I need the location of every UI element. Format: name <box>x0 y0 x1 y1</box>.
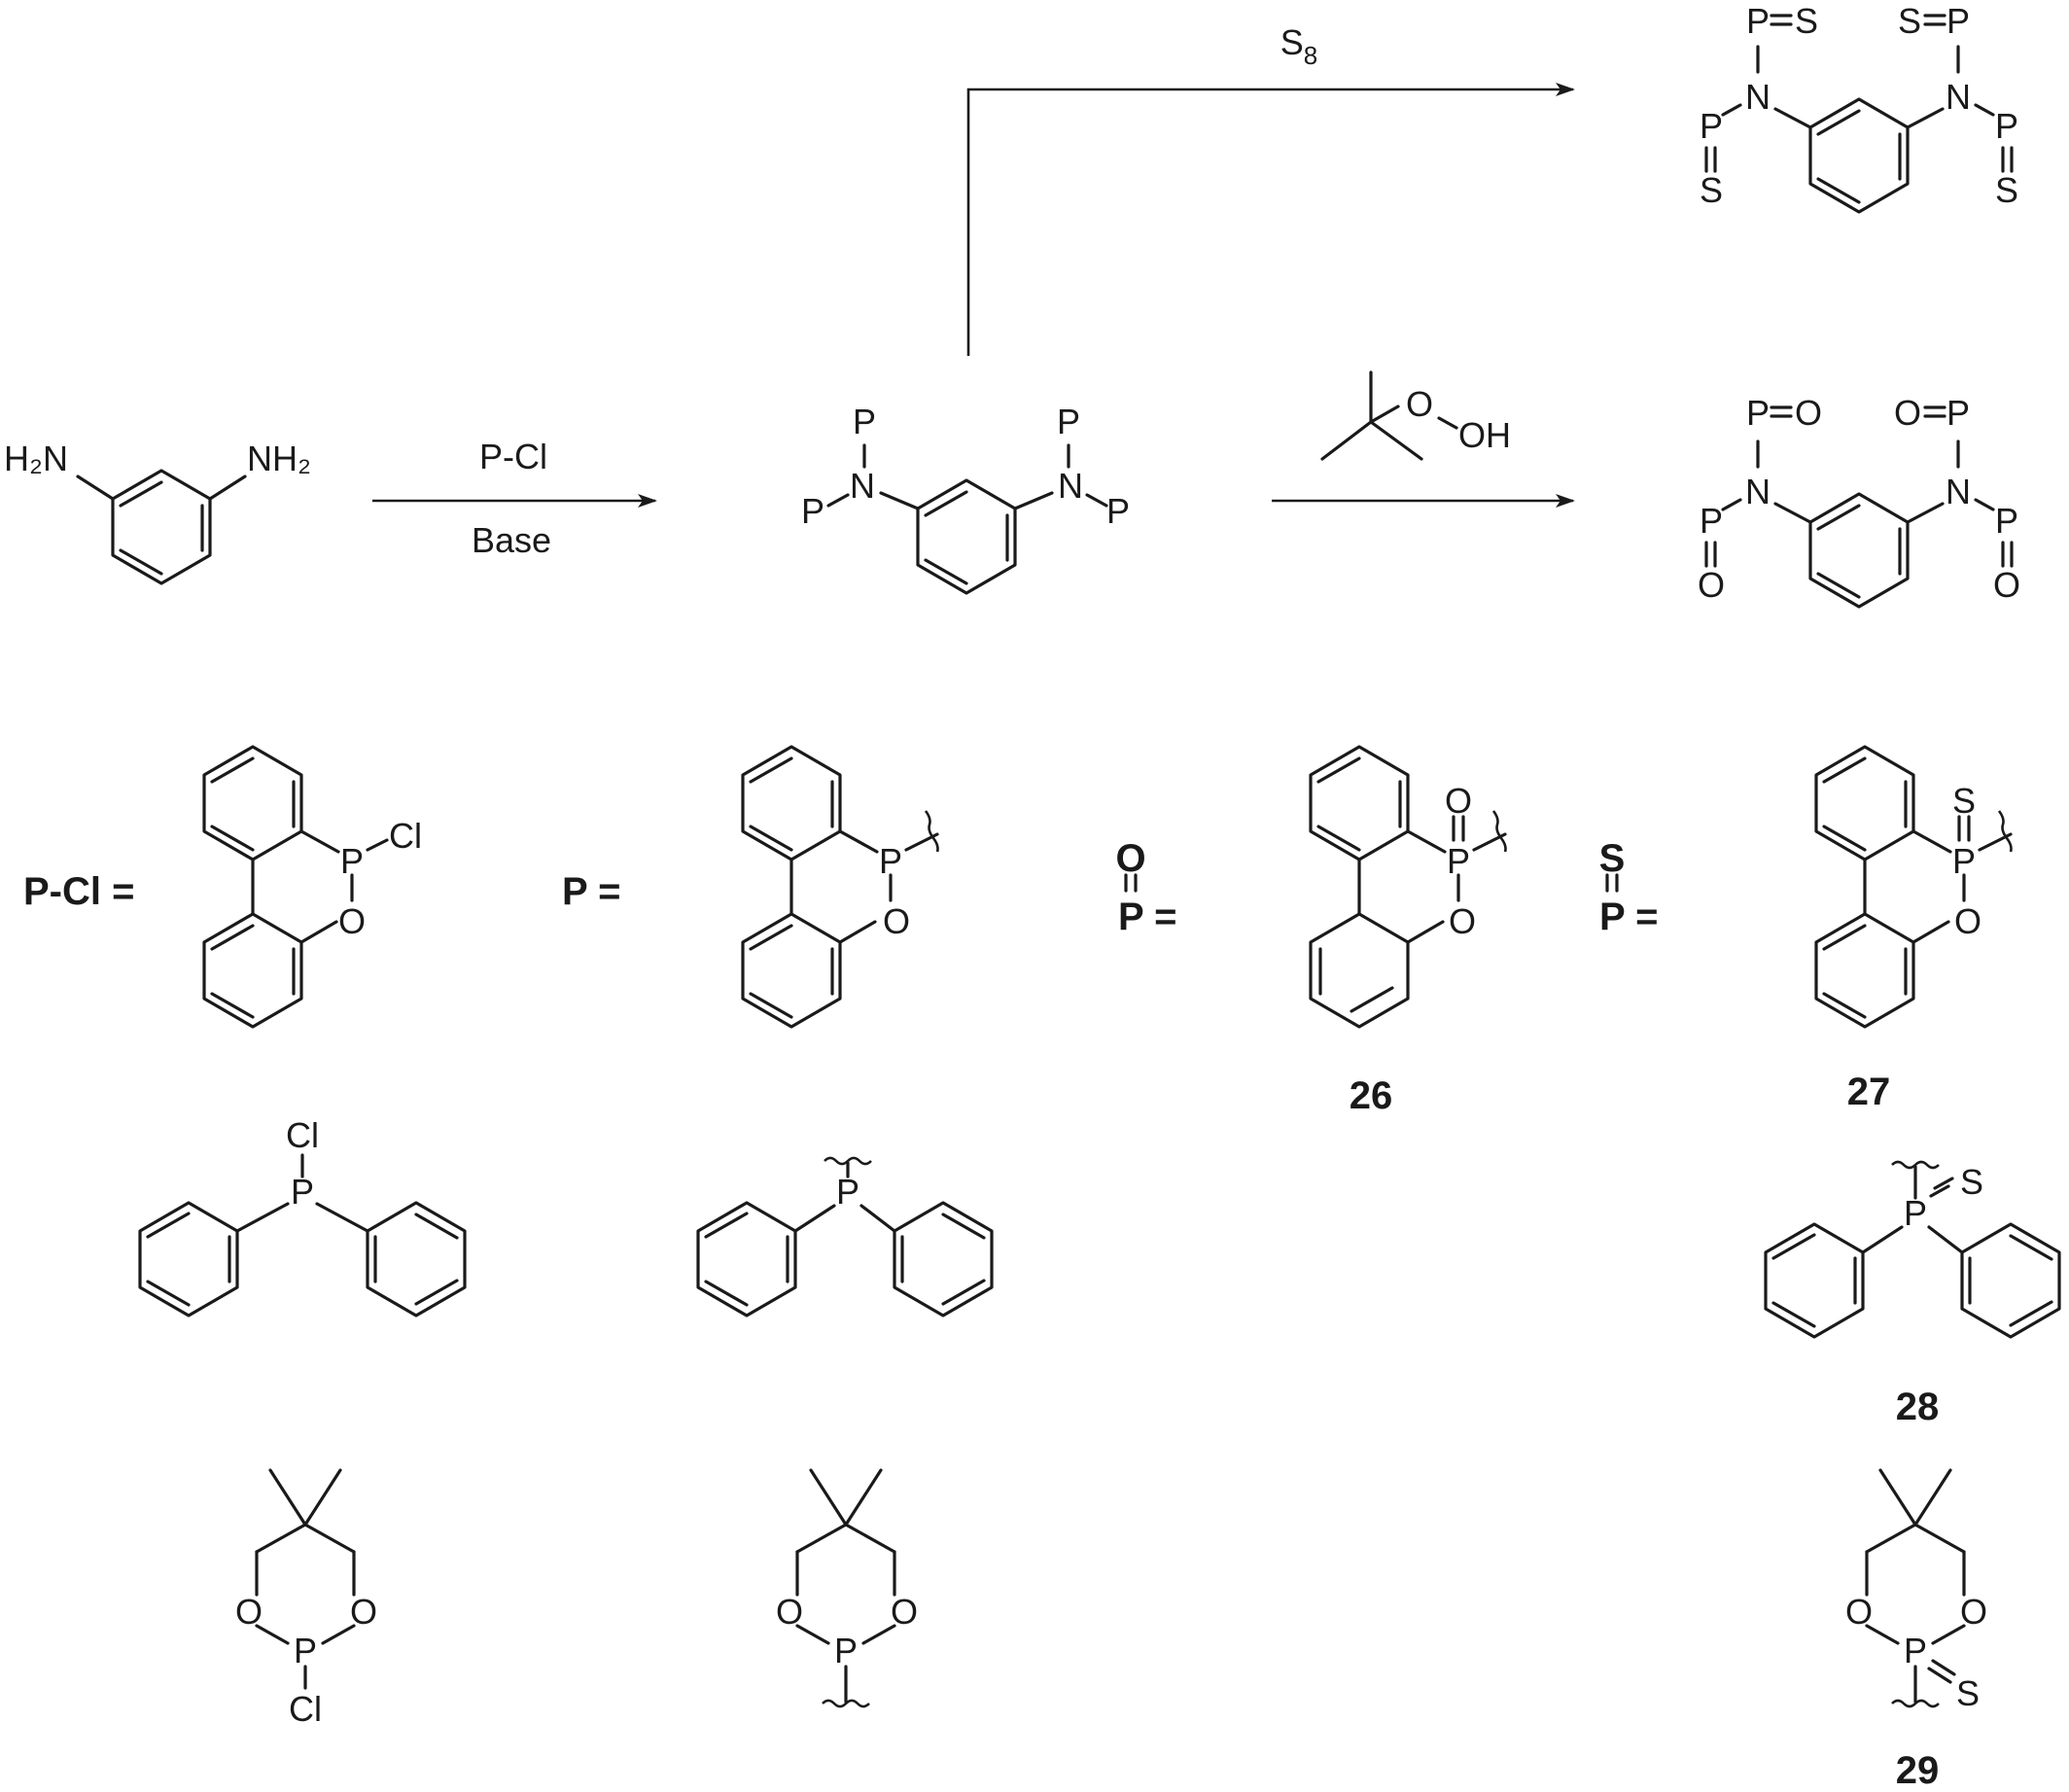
atom-p: P <box>1946 393 1970 433</box>
nh2-label: NH₂ <box>247 439 311 478</box>
compound-27: S P O 27 <box>1814 745 2013 1113</box>
atom-o: O <box>1845 1592 1873 1632</box>
atom-n: N <box>1058 466 1083 506</box>
compound-29: O O P S 29 <box>1845 1468 1987 1792</box>
compound-number-28: 28 <box>1896 1386 1940 1428</box>
atom-p: P <box>1995 501 2018 541</box>
atom-n: N <box>850 466 875 506</box>
dopo-p: P O <box>741 745 939 1029</box>
compound-26: O P O 26 <box>1309 745 1507 1117</box>
reagent-pcl: P-Cl <box>479 437 547 476</box>
atom-o: O <box>891 1592 918 1632</box>
definition-op: P = <box>1118 896 1176 938</box>
compound-28: P S 28 <box>1764 1160 2061 1428</box>
atom-p: P <box>853 402 876 441</box>
atom-n: N <box>1946 472 1971 511</box>
atom-o: O <box>1894 393 1921 433</box>
atom-p: P <box>1106 491 1130 531</box>
atom-p: P <box>1700 106 1723 146</box>
compound-number-26: 26 <box>1350 1074 1393 1117</box>
atom-p: P <box>291 1172 314 1212</box>
atom-o: O <box>338 901 366 941</box>
atom-s: S <box>1795 1 1818 41</box>
tbhp-o: O <box>1406 384 1433 424</box>
atom-o: O <box>1449 901 1476 941</box>
atom-o: O <box>1445 781 1472 821</box>
atom-n: N <box>1745 472 1771 511</box>
atom-s: S <box>1952 781 1976 821</box>
atom-s: S <box>1960 1162 1983 1202</box>
atom-o: O <box>1795 393 1822 433</box>
ph2pcl: P Cl <box>138 1115 467 1318</box>
atom-p: P <box>834 1631 858 1670</box>
atom-p: P <box>1057 402 1080 441</box>
atom-p: P <box>1746 393 1770 433</box>
atom-cl: Cl <box>286 1115 319 1155</box>
m-phenylenediamine: H₂N NH₂ <box>4 439 311 585</box>
compound-number-27: 27 <box>1847 1071 1891 1113</box>
atom-p: P <box>879 841 902 881</box>
arrow-tbhp: O OH <box>1272 370 1575 508</box>
atom-s: S <box>1700 170 1723 210</box>
atom-o: O <box>350 1592 377 1632</box>
definition-sp: P = <box>1599 896 1658 938</box>
definition-p: P = <box>562 870 620 913</box>
atom-p: P <box>1904 1193 1927 1233</box>
definition-sp-top: S <box>1599 837 1626 880</box>
atom-n: N <box>1946 77 1971 117</box>
definition-pcl: P-Cl = <box>23 870 134 913</box>
definition-op-top: O <box>1115 837 1145 880</box>
atom-p: P <box>1904 1631 1927 1670</box>
h2n-label: H₂N <box>4 439 68 478</box>
atom-s: S <box>1995 170 2018 210</box>
atom-s: S <box>1898 1 1921 41</box>
tbhp-oh: OH <box>1458 415 1511 455</box>
atom-o: O <box>883 901 910 941</box>
arrow-pcl-base: P-Cl Base <box>372 437 657 560</box>
reagent-base: Base <box>472 520 551 560</box>
atom-cl: Cl <box>389 816 422 856</box>
arrow-sulfur: S8 <box>966 22 1575 356</box>
atom-p: P <box>1952 841 1976 881</box>
dopo-cl: P O Cl <box>202 745 422 1029</box>
product-tetra-oxide: P O P O N N P O P O <box>1698 393 2020 609</box>
atom-p: P <box>340 841 364 881</box>
atom-s: S <box>1956 1673 1980 1713</box>
atom-cl: Cl <box>289 1689 322 1729</box>
atom-p: P <box>801 491 824 531</box>
atom-p: P <box>1447 841 1470 881</box>
compound-number-29: 29 <box>1896 1749 1940 1792</box>
reagent-s8: S8 <box>1280 22 1317 70</box>
neopentyl-p: O O P <box>776 1468 918 1708</box>
atom-p: P <box>1995 106 2018 146</box>
product-tetra-sulfide: P S P S N N P S P S <box>1700 1 2018 214</box>
atom-p: P <box>1746 1 1770 41</box>
atom-o: O <box>1954 901 1981 941</box>
atom-p: P <box>1700 501 1723 541</box>
atom-o: O <box>1960 1592 1987 1632</box>
atom-o: O <box>1993 565 2020 605</box>
atom-o: O <box>776 1592 803 1632</box>
atom-p: P <box>836 1172 859 1212</box>
atom-o: O <box>235 1592 263 1632</box>
atom-p: P <box>1946 1 1970 41</box>
atom-o: O <box>1698 565 1725 605</box>
neopentyl-pcl: O O P Cl <box>235 1468 377 1729</box>
atom-n: N <box>1745 77 1771 117</box>
intermediate-tetraphosphine: P N P P N P <box>801 402 1130 595</box>
ph2p: P <box>696 1156 994 1318</box>
atom-p: P <box>294 1631 317 1670</box>
